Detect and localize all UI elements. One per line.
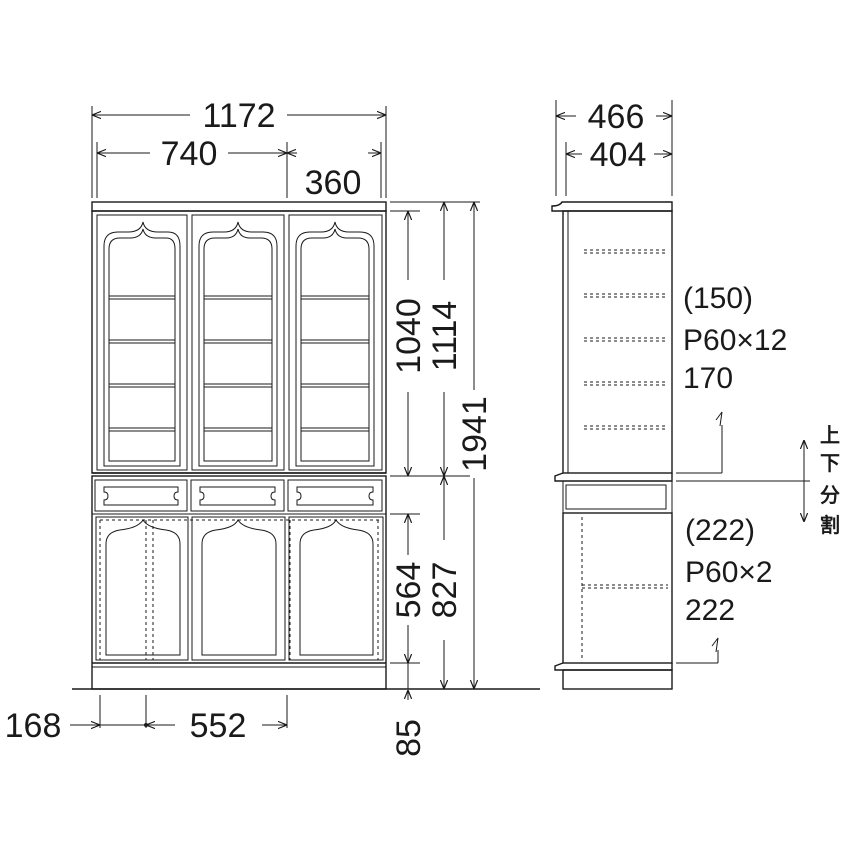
upper-door-1: [96, 214, 188, 471]
front-view: 1172 740 360 1040 1114 1941 564 827 85 1: [5, 97, 540, 757]
top-crown: [91, 201, 387, 212]
dim-width-left: 740: [161, 135, 218, 173]
side-crown: [551, 201, 673, 212]
upper-door-2: [191, 214, 285, 471]
side-upper-shelves: [584, 249, 668, 430]
dim-width-right: 360: [305, 164, 362, 202]
dim-door-width: 552: [190, 707, 247, 745]
dim-height-total: 1941: [456, 396, 494, 472]
upper-door-3: [288, 214, 383, 471]
upper-shelves: [109, 295, 369, 432]
lower-cabinet: [91, 475, 387, 690]
dim-plinth: 85: [390, 719, 428, 757]
split-label-char-3: 分: [820, 483, 840, 507]
dim-depth-total: 466: [588, 98, 645, 136]
side-lower: [562, 512, 673, 664]
dim-height-upper-inner: 1040: [390, 298, 428, 374]
lower-doors: [95, 516, 384, 661]
split-label-char-2: 下: [820, 451, 840, 475]
upper-note-bottom: 170: [683, 362, 733, 395]
side-view: 466 404 (150) P60×12 170 (222) P60×2 222…: [551, 98, 840, 690]
lower-note-pitch-top: (222): [685, 514, 755, 547]
dim-height-lower-inner: 564: [390, 562, 428, 619]
dim-height-lower: 827: [426, 562, 464, 619]
upper-cabinet: [91, 210, 387, 474]
lower-note-bottom: 222: [685, 594, 735, 627]
side-upper: [562, 210, 673, 474]
dim-side-offset: 168: [5, 707, 62, 745]
split-label-char-4: 割: [820, 513, 840, 537]
split-label-char-1: 上: [820, 423, 840, 447]
drawers: [94, 479, 383, 512]
upper-note-pitch: P60×12: [683, 324, 787, 357]
lower-note-pitch: P60×2: [685, 556, 773, 589]
dim-width-total: 1172: [202, 97, 275, 135]
dim-height-upper: 1114: [426, 301, 464, 372]
upper-note-pitch-top: (150): [683, 282, 753, 315]
dim-depth-upper: 404: [590, 136, 647, 174]
